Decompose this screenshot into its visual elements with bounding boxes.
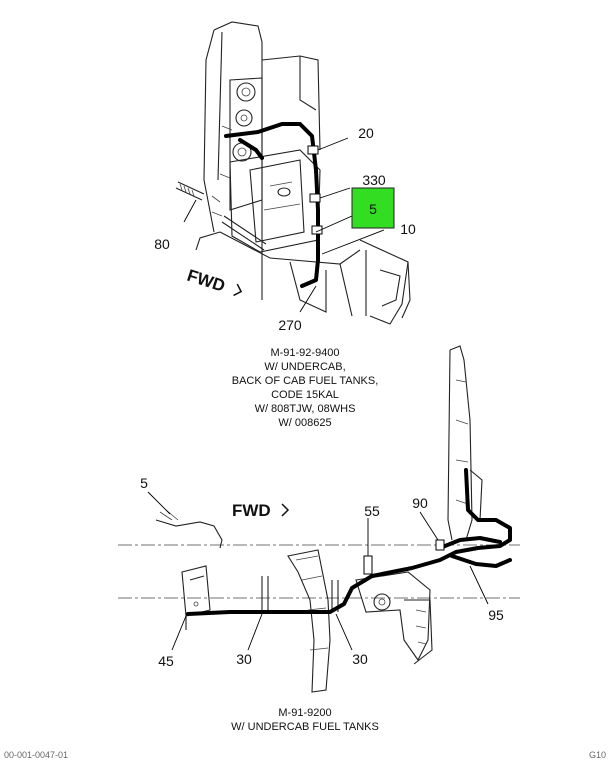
footer-drawing-number: 00-001-0047-01 (4, 750, 68, 760)
fwd-label-lower: FWD (232, 501, 271, 520)
footer-page-code: G10 (589, 750, 606, 760)
upper-callouts: 20 330 5 10 80 270 (154, 125, 416, 333)
upper-leader-lines (183, 137, 385, 313)
fwd-arrow-icon (281, 503, 290, 517)
fwd-arrow-icon (233, 283, 243, 297)
upper-assembly-drawing (175, 21, 411, 325)
callout-270: 270 (278, 317, 302, 333)
callout-55: 55 (364, 503, 380, 519)
lower-caption-line-1: M-91-9200 (278, 707, 331, 719)
callout-5-lower: 5 (140, 475, 148, 491)
fwd-indicator-upper: FWD (185, 266, 243, 297)
lower-leader-lines (147, 491, 489, 651)
upper-caption-line-4: CODE 15KAL (271, 389, 339, 401)
lower-caption-line-2: W/ UNDERCAB FUEL TANKS (231, 721, 379, 733)
callout-80: 80 (154, 236, 170, 252)
upper-caption: M-91-92-9400 W/ UNDERCAB, BACK OF CAB FU… (232, 347, 379, 429)
callout-95: 95 (488, 607, 504, 623)
lower-caption: M-91-9200 W/ UNDERCAB FUEL TANKS (231, 707, 379, 733)
callout-45: 45 (158, 653, 174, 669)
upper-caption-line-2: W/ UNDERCAB, (264, 361, 345, 373)
callout-90: 90 (412, 495, 428, 511)
callout-30-right: 30 (352, 651, 368, 667)
fwd-indicator-lower: FWD (232, 501, 290, 520)
highlight-box-part-5[interactable] (351, 187, 395, 229)
upper-caption-line-1: M-91-92-9400 (270, 347, 339, 359)
fwd-label-upper: FWD (185, 266, 228, 296)
callout-5-highlighted: 5 (369, 201, 377, 217)
upper-caption-line-6: W/ 008625 (278, 417, 331, 429)
lower-callouts: 5 55 90 95 45 30 30 (140, 475, 504, 669)
upper-caption-line-3: BACK OF CAB FUEL TANKS, (232, 375, 379, 387)
callout-330: 330 (362, 172, 386, 188)
callout-30-left: 30 (236, 651, 252, 667)
callout-10: 10 (400, 221, 416, 237)
callout-20: 20 (358, 125, 374, 141)
upper-caption-line-5: W/ 808TJW, 08WHS (255, 403, 356, 415)
lower-assembly-drawing (118, 345, 520, 693)
